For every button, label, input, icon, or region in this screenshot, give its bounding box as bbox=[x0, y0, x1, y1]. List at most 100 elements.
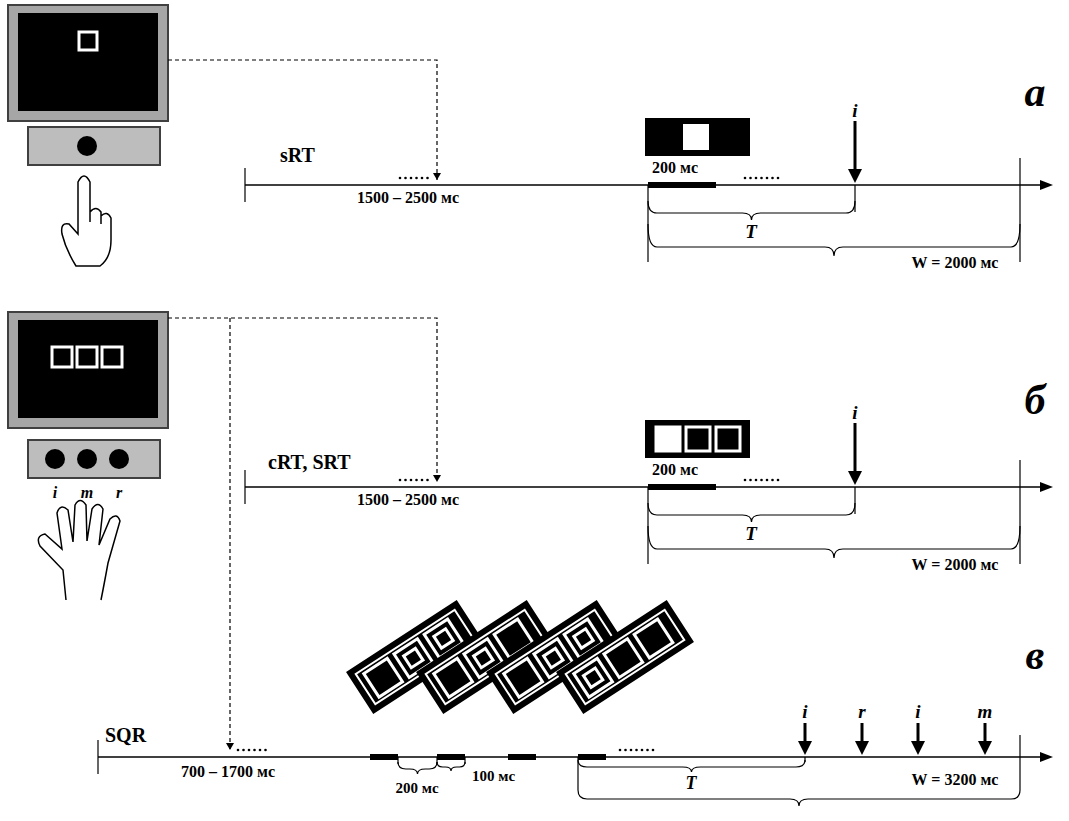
dashed-link-head bbox=[433, 475, 441, 482]
stimulus-square-inner bbox=[434, 629, 453, 648]
stimulus-bar bbox=[648, 182, 716, 188]
stimulus-screen bbox=[645, 420, 750, 458]
response-arrow bbox=[854, 121, 857, 172]
gap-dots bbox=[421, 177, 424, 180]
duration-label: 100 мс bbox=[472, 769, 515, 784]
dashed-link bbox=[168, 318, 437, 482]
interval-brace bbox=[578, 790, 1020, 806]
interval-symbol: T bbox=[745, 222, 757, 241]
gap-dots bbox=[248, 749, 251, 752]
stimulus-square bbox=[77, 347, 97, 367]
gap-dots bbox=[755, 177, 758, 180]
interval-symbol: T bbox=[686, 774, 697, 792]
gap-dots bbox=[771, 177, 774, 180]
stimulus-square-inner bbox=[574, 629, 593, 648]
response-arrow bbox=[854, 423, 857, 474]
task-name: cRT, SRT bbox=[268, 452, 351, 472]
gap-dots bbox=[619, 749, 622, 752]
response-arrow-head bbox=[848, 169, 862, 183]
gap-dots bbox=[237, 749, 240, 752]
stimulus-square bbox=[504, 658, 543, 697]
gap-dots bbox=[259, 749, 262, 752]
monitor-frame bbox=[8, 5, 168, 121]
stimulus-square bbox=[102, 347, 122, 367]
stimulus-square bbox=[434, 658, 473, 697]
finger-label: m bbox=[81, 485, 93, 501]
rule-line bbox=[854, 185, 855, 212]
gap-dots bbox=[766, 177, 769, 180]
monitor-screen bbox=[18, 320, 158, 418]
gap-dots bbox=[766, 479, 769, 482]
gap-dots bbox=[415, 177, 418, 180]
response-button bbox=[45, 449, 65, 469]
gap-dots bbox=[410, 479, 413, 482]
gap-dots bbox=[630, 749, 633, 752]
stimulus-bar bbox=[508, 754, 536, 760]
response-arrow-head bbox=[911, 741, 925, 755]
gap-dots bbox=[646, 749, 649, 752]
interval-label: 1500 – 2500 мс bbox=[357, 190, 459, 206]
response-arrow-head bbox=[848, 471, 862, 485]
tilted-stimulus bbox=[559, 603, 691, 711]
gap-dots bbox=[399, 177, 402, 180]
time-axis bbox=[98, 756, 1042, 758]
axis-arrow-head bbox=[1040, 752, 1053, 762]
gap-dots bbox=[652, 749, 655, 752]
rule-line bbox=[647, 487, 648, 564]
time-axis bbox=[245, 184, 1042, 186]
rule-line bbox=[1019, 735, 1020, 790]
finger-label: i bbox=[915, 702, 920, 721]
stimulus-square bbox=[716, 427, 740, 451]
interval-symbol: T bbox=[745, 524, 757, 543]
gap-dots bbox=[777, 479, 780, 482]
axis-tick bbox=[244, 470, 245, 504]
response-arrow bbox=[917, 723, 920, 744]
gap-dots bbox=[777, 177, 780, 180]
task-name: SQR bbox=[105, 725, 146, 745]
gap-dots bbox=[755, 479, 758, 482]
stimulus-bar bbox=[437, 754, 465, 760]
gap-dots bbox=[760, 479, 763, 482]
stimulus-square bbox=[574, 658, 613, 697]
dashed-link bbox=[229, 318, 230, 750]
response-arrow-head bbox=[855, 741, 869, 755]
response-arrow bbox=[984, 723, 987, 744]
button-panel bbox=[28, 440, 160, 478]
stimulus-screen bbox=[645, 118, 750, 156]
gap-dots bbox=[410, 177, 413, 180]
panel-letter: а bbox=[1025, 71, 1046, 113]
panel-letter: в bbox=[1026, 634, 1045, 676]
stimulus-square-inner bbox=[544, 648, 563, 667]
response-arrow bbox=[861, 723, 864, 744]
interval-brace bbox=[648, 526, 1020, 558]
interval-brace bbox=[437, 762, 465, 771]
gap-dots bbox=[749, 177, 752, 180]
response-button bbox=[77, 136, 97, 156]
open-hand bbox=[38, 501, 120, 601]
rule-line bbox=[854, 487, 855, 514]
stimulus-square bbox=[79, 32, 97, 50]
response-arrow bbox=[804, 723, 807, 744]
stimulus-square bbox=[364, 658, 403, 697]
window-label: W = 2000 мс bbox=[912, 255, 999, 271]
stimulus-square-inner bbox=[583, 668, 602, 687]
gap-dots bbox=[399, 479, 402, 482]
gap-dots bbox=[635, 749, 638, 752]
duration-label: 200 мс bbox=[652, 462, 698, 478]
interval-brace bbox=[578, 760, 805, 772]
dashed-link bbox=[168, 60, 437, 180]
window-label: W = 3200 мс bbox=[912, 772, 999, 788]
axis-arrow-head bbox=[1040, 180, 1053, 190]
axis-tick bbox=[244, 168, 245, 202]
dashed-link-head bbox=[433, 173, 441, 180]
finger-label: i bbox=[852, 101, 857, 120]
interval-brace bbox=[648, 503, 855, 522]
interval-label: 700 – 1700 мс bbox=[181, 764, 275, 780]
response-button bbox=[109, 449, 129, 469]
stimulus-bar bbox=[578, 754, 606, 760]
finger-label: m bbox=[978, 702, 993, 721]
stimulus-square-inner bbox=[404, 648, 423, 667]
stimulus-bar bbox=[370, 754, 398, 760]
axis-tick bbox=[97, 740, 98, 774]
